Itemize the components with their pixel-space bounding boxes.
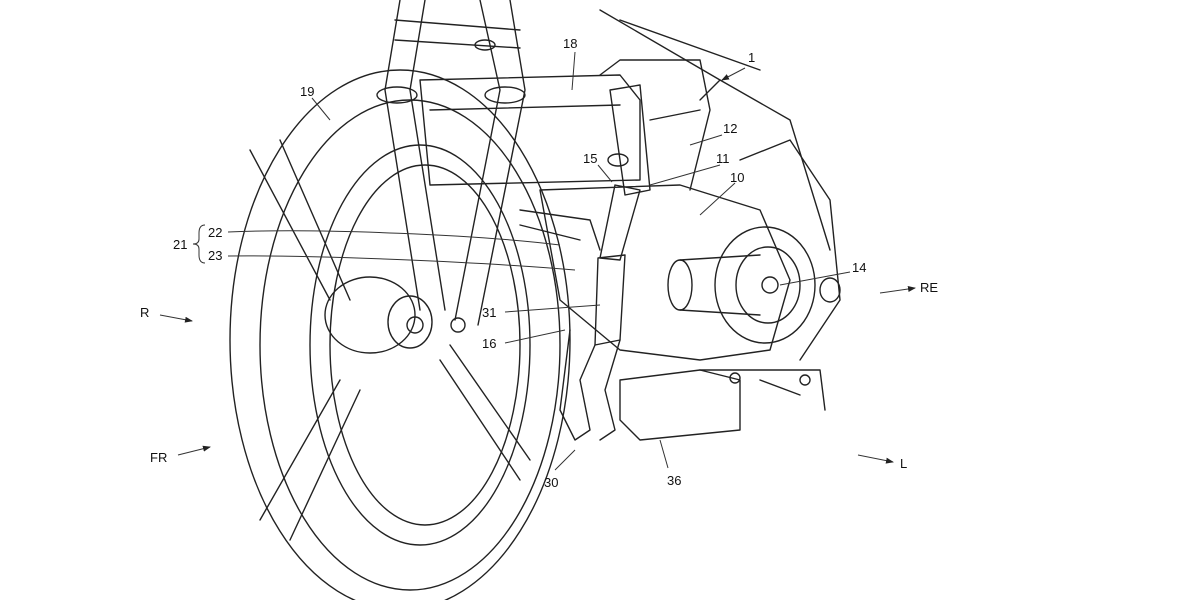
ref-label-18: 18 bbox=[563, 36, 577, 51]
direction-rear: RE bbox=[920, 280, 938, 295]
ref-label-31: 31 bbox=[482, 305, 496, 320]
direction-right: R bbox=[140, 305, 149, 320]
leader-lines bbox=[159, 51, 916, 471]
ref-label-30: 30 bbox=[544, 475, 558, 490]
ref-label-12: 12 bbox=[723, 121, 737, 136]
ref-label-19: 19 bbox=[300, 84, 314, 99]
body-frame bbox=[419, 9, 841, 361]
ref-label-14: 14 bbox=[852, 260, 866, 275]
ref-label-1: 1 bbox=[748, 50, 755, 65]
ref-label-16: 16 bbox=[482, 336, 496, 351]
ref-label-15: 15 bbox=[583, 151, 597, 166]
ref-label-21: 21 bbox=[173, 237, 187, 252]
direction-left: L bbox=[900, 456, 907, 471]
ref-label-10: 10 bbox=[730, 170, 744, 185]
exhaust-system bbox=[519, 153, 641, 441]
ref-label-22: 22 bbox=[208, 225, 222, 240]
front-fork bbox=[376, 0, 526, 326]
ref-label-23: 23 bbox=[208, 248, 222, 263]
engine bbox=[539, 184, 841, 441]
ref-label-36: 36 bbox=[667, 473, 681, 488]
front-wheel bbox=[229, 69, 571, 600]
direction-front: FR bbox=[150, 450, 167, 465]
ref-label-11: 11 bbox=[716, 151, 730, 166]
